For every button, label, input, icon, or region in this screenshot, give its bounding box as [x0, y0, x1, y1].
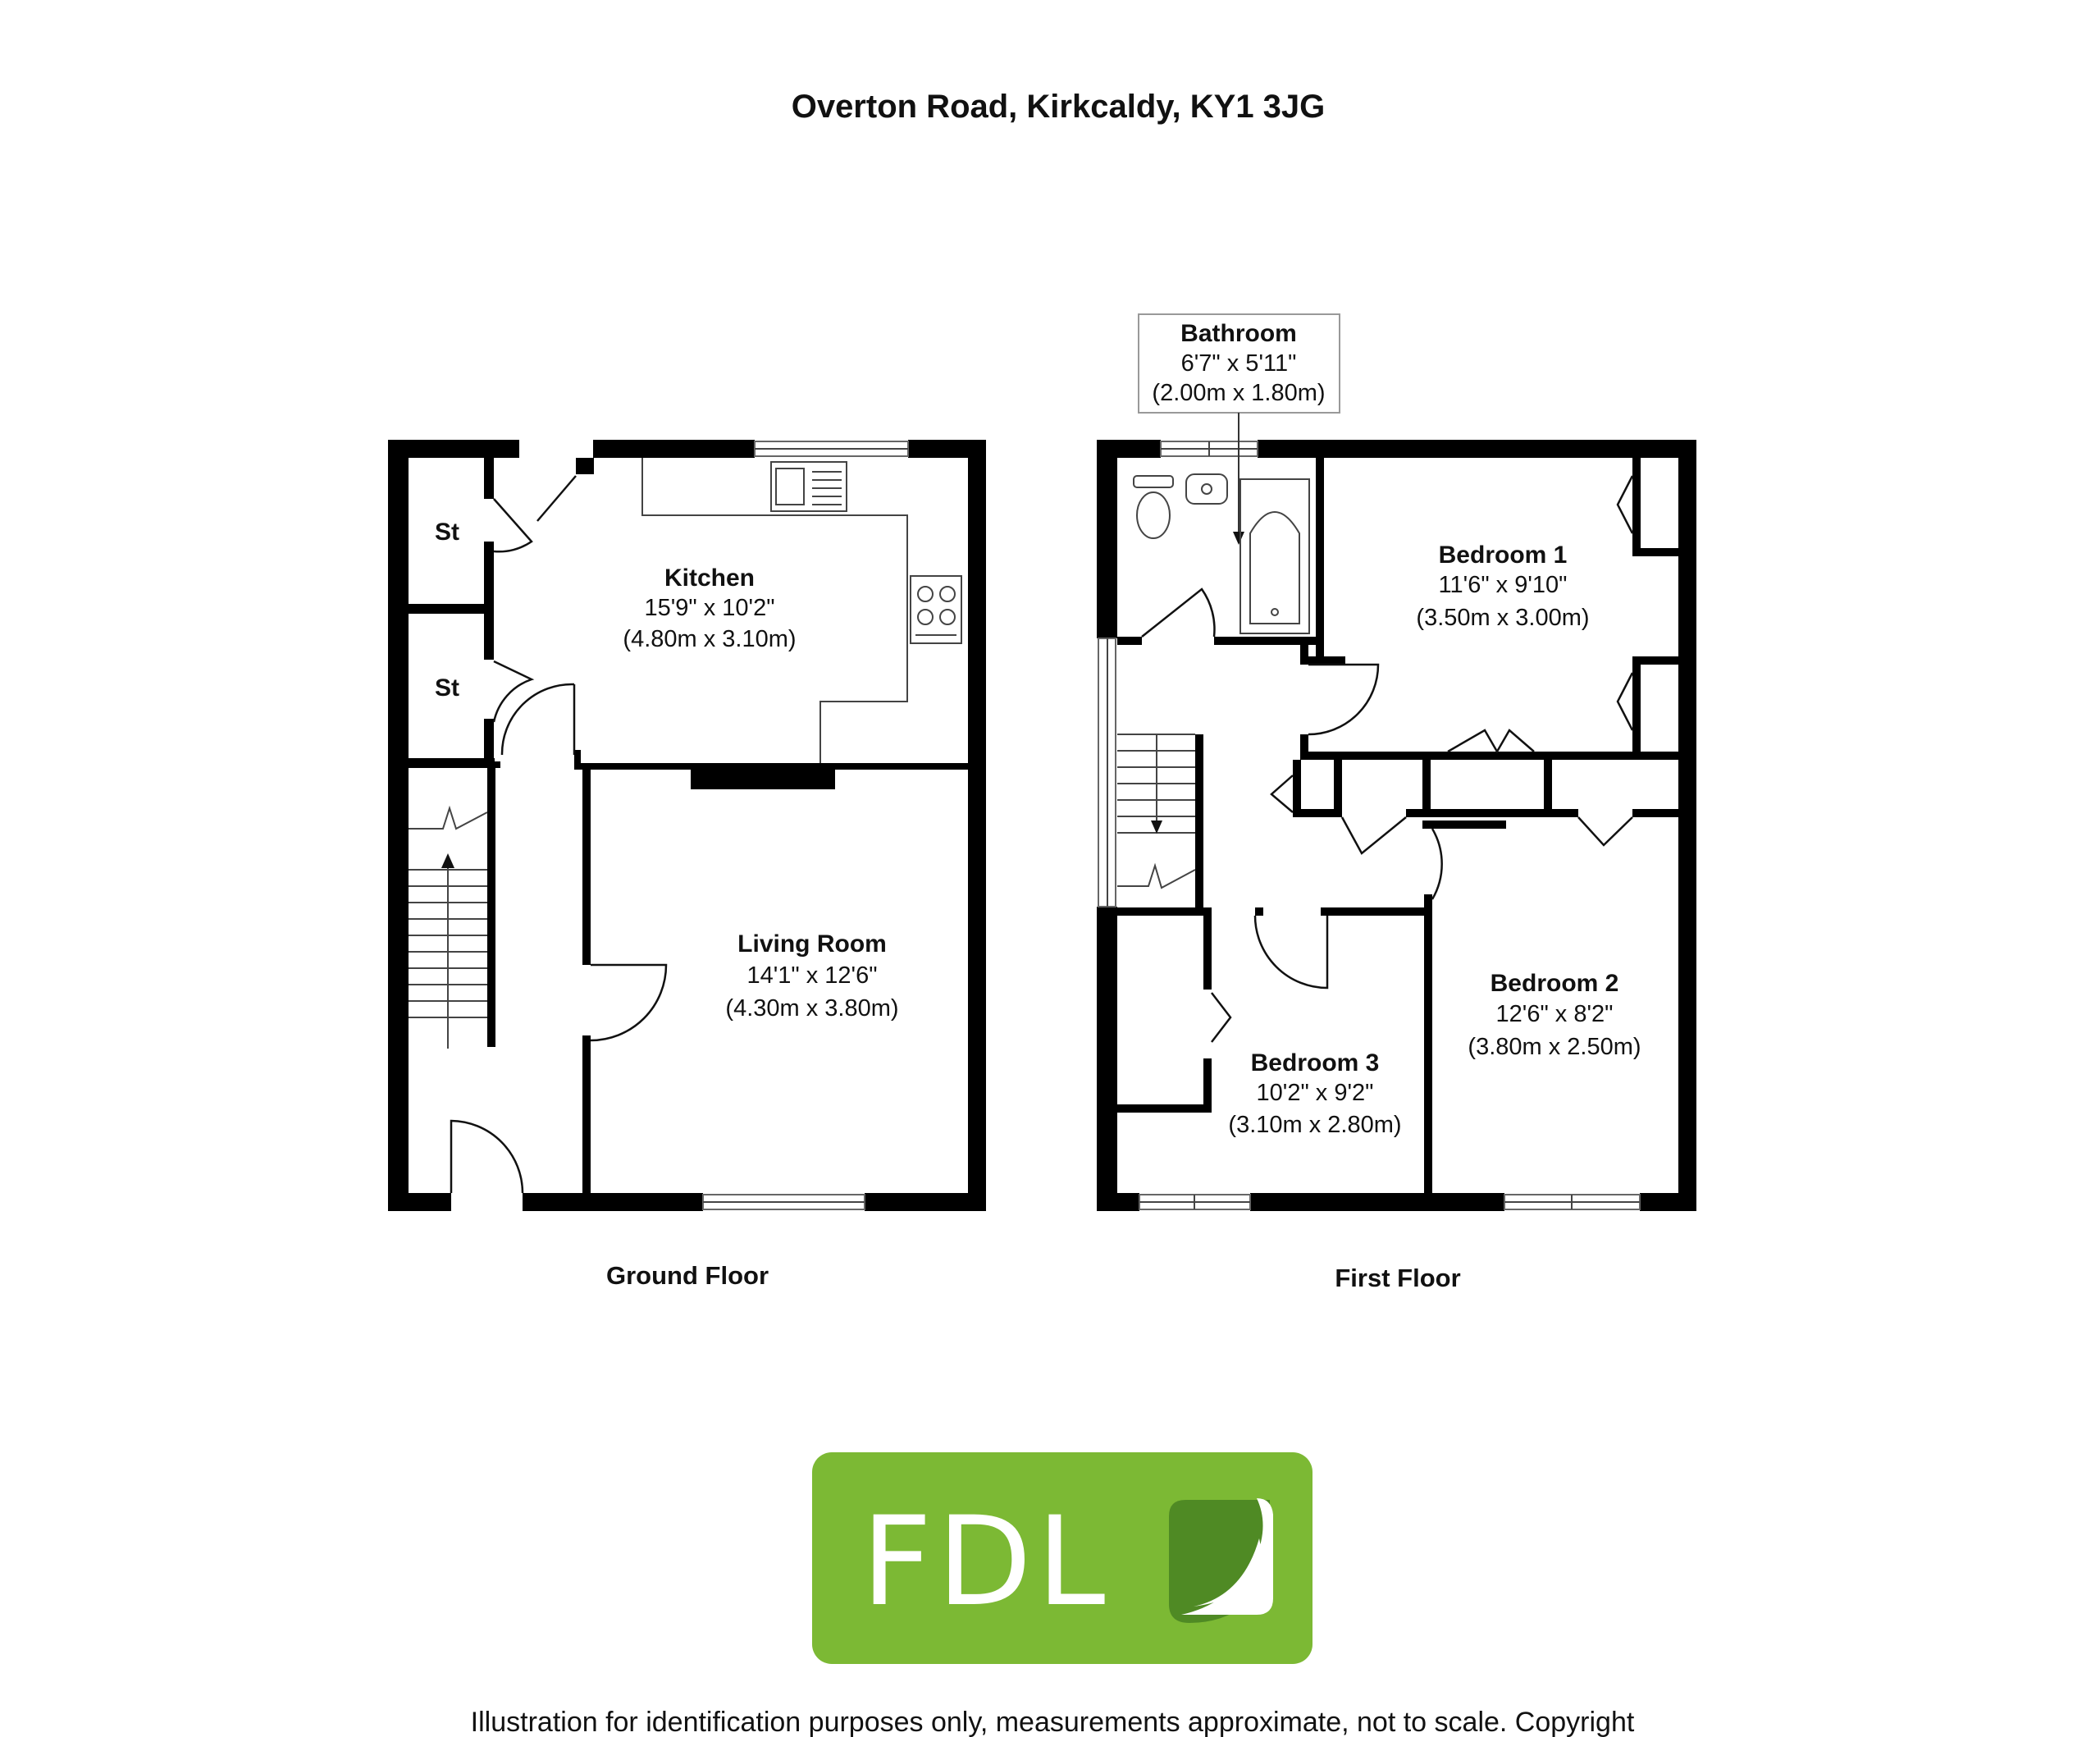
- bathroom-metric: (2.00m x 1.80m): [1152, 380, 1325, 406]
- leaf-icon: [1169, 1498, 1273, 1623]
- logo-text: FDL: [861, 1491, 1110, 1634]
- kitchen-imperial: 15'9" x 10'2": [644, 595, 774, 621]
- kitchen-name: Kitchen: [664, 565, 755, 592]
- basin-icon: [1185, 473, 1228, 505]
- store-label-2: St: [435, 674, 459, 702]
- kitchen-sink-icon: [770, 461, 847, 512]
- stairs: [409, 805, 488, 1049]
- ground-floor-label: Ground Floor: [606, 1261, 769, 1290]
- store-label-1: St: [435, 519, 459, 546]
- bedroom-1-imperial: 11'6" x 9'10": [1439, 572, 1568, 598]
- toilet-icon: [1133, 475, 1174, 539]
- bedroom-3-name: Bedroom 3: [1251, 1049, 1380, 1076]
- living-room-imperial: 14'1" x 12'6": [746, 962, 877, 989]
- kitchen-metric: (4.80m x 3.10m): [623, 626, 796, 652]
- bathroom-name: Bathroom: [1180, 320, 1297, 347]
- bedroom-3-metric: (3.10m x 2.80m): [1228, 1112, 1401, 1138]
- living-room-metric: (4.30m x 3.80m): [725, 995, 898, 1022]
- living-room-name: Living Room: [737, 930, 887, 958]
- bathroom-callout: Bathroom 6'7" x 5'11" (2.00m x 1.80m): [1138, 313, 1340, 545]
- bath-icon: [1239, 478, 1310, 634]
- bedroom-2-imperial: 12'6" x 8'2": [1496, 1001, 1614, 1027]
- bedroom-3-imperial: 10'2" x 9'2": [1257, 1080, 1374, 1106]
- stairs-first: [1117, 734, 1196, 889]
- property-address-title: Overton Road, Kirkcaldy, KY1 3JG: [792, 89, 1326, 125]
- bedroom-2-name: Bedroom 2: [1491, 970, 1619, 997]
- bedroom-2-metric: (3.80m x 2.50m): [1468, 1034, 1641, 1060]
- bedroom-1-name: Bedroom 1: [1439, 542, 1568, 569]
- disclaimer-text: Illustration for identification purposes…: [471, 1707, 1635, 1737]
- bedroom-1-metric: (3.50m x 3.00m): [1416, 605, 1589, 631]
- first-floor-plan: Bathroom 6'7" x 5'11" (2.00m x 1.80m): [1097, 313, 1696, 1292]
- first-floor-label: First Floor: [1335, 1264, 1460, 1292]
- ground-floor-plan: St St: [388, 440, 986, 1290]
- hob-icon: [910, 575, 962, 644]
- bathroom-imperial: 6'7" x 5'11": [1181, 350, 1297, 377]
- fdl-logo: FDL: [812, 1452, 1312, 1664]
